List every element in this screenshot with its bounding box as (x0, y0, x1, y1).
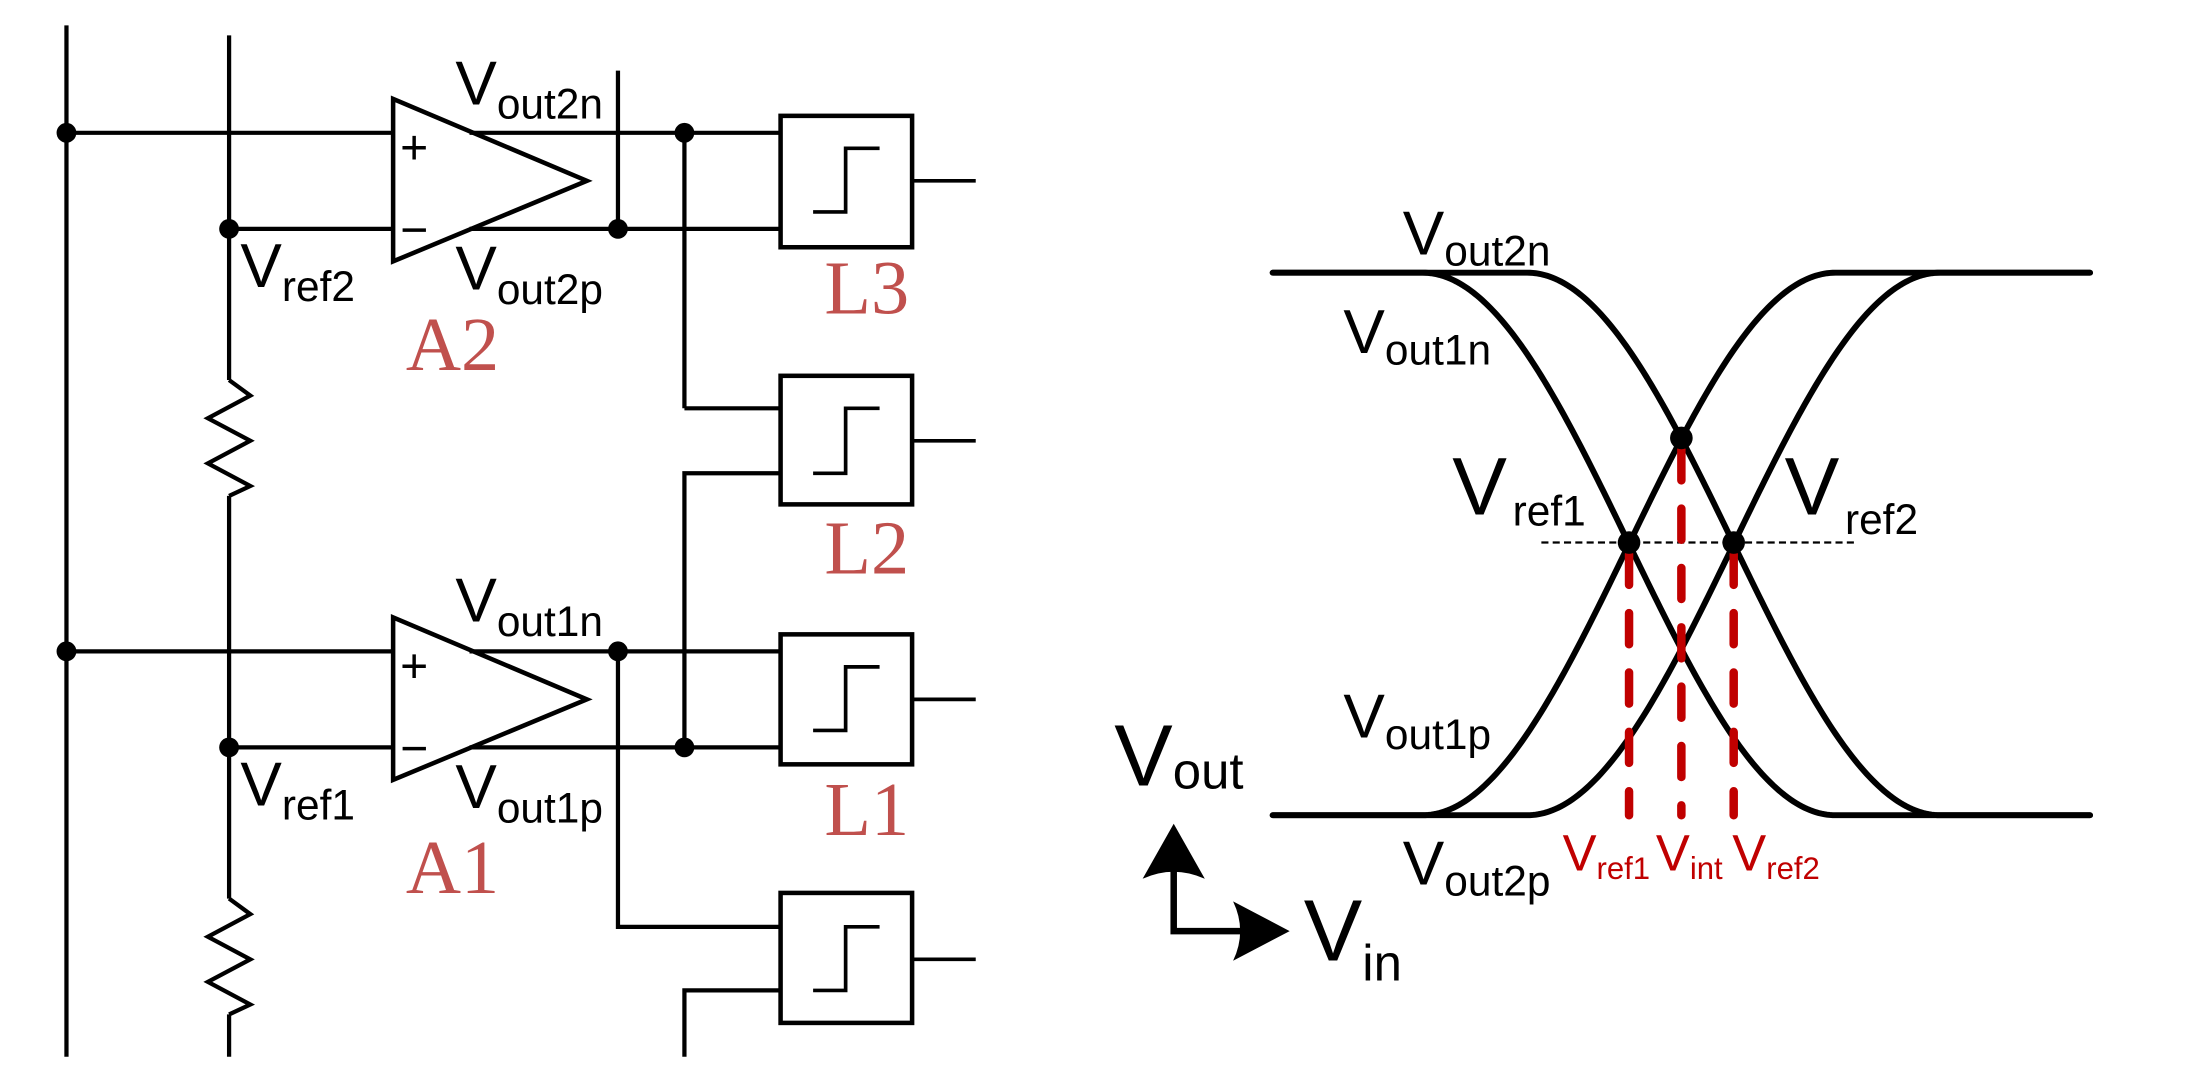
vref1-threshold-label: Vref1 (1563, 824, 1651, 885)
latch-l1-label: L1 (824, 767, 909, 852)
latch-l1: L1 (778, 632, 976, 852)
junction-dot (674, 122, 695, 143)
resistor-r1 (203, 896, 256, 1017)
step-function-icon (813, 406, 880, 476)
step-function-icon (813, 665, 880, 733)
curve-label-vout2p: Vout2p (1403, 829, 1551, 904)
a1-plus-sign: + (400, 640, 428, 693)
latch-l3: L3 (778, 113, 976, 331)
a2-minus-sign: − (400, 204, 428, 257)
junction-dot (608, 218, 628, 239)
amplifier-a2 (390, 95, 593, 265)
vout-axis-label: Vout (1114, 707, 1243, 805)
axis-indicator: Vout Vin (1114, 707, 1402, 992)
latch-l2: L2 (778, 373, 976, 591)
a2-plus-sign: + (400, 122, 428, 175)
a1-block-label: A1 (406, 825, 499, 910)
vref1-node-label: Vref1 (240, 750, 355, 828)
vin-axis-label: Vin (1304, 882, 1402, 992)
vref1-crossing-dot (1617, 531, 1641, 554)
schematic: + − Vout2n Vout2p Vref2 A2 + − Vout1n Vo… (56, 25, 976, 1057)
junction-dot (56, 641, 77, 662)
junction-dot (219, 218, 239, 239)
a1-out-n-to-l0 (615, 651, 781, 929)
amplifier-a1 (390, 614, 593, 784)
a1-minus-sign: − (400, 722, 428, 775)
curve-label-vout1n: Vout1n (1343, 298, 1491, 373)
curve-label-vout1p: Vout1p (1343, 683, 1491, 758)
curve-label-vout2n: Vout2n (1403, 199, 1551, 274)
l2-input-bottom-wire (682, 471, 781, 748)
vref2-threshold-label: Vref2 (1732, 824, 1820, 885)
a1-out-p-label: Vout1p (455, 753, 603, 831)
latch-l3-label: L3 (824, 246, 909, 331)
latch-l0 (778, 890, 976, 1026)
axis-indicator-lines (1170, 859, 1242, 935)
vint-threshold-label: Vint (1656, 824, 1723, 885)
step-function-icon (813, 924, 880, 993)
latch-l2-label: L2 (824, 506, 909, 591)
vref2-node-label: Vref2 (240, 232, 355, 310)
junction-dot (608, 641, 628, 662)
vint-crossing-dot (1670, 426, 1693, 450)
vin-axis-arrow-icon (1233, 901, 1290, 961)
a2-out-n-label: Vout2n (455, 50, 603, 128)
step-function-icon (813, 146, 880, 214)
resistor-r2 (203, 378, 256, 498)
vout-axis-arrow-icon (1142, 823, 1205, 879)
vref2-crossing-dot (1722, 531, 1746, 554)
a2-out-p-label: Vout2p (455, 235, 603, 313)
junction-dot (219, 737, 239, 758)
junction-dot (674, 737, 695, 758)
a2-block-label: A2 (406, 302, 499, 387)
junction-dot (56, 122, 77, 143)
l0-input-bottom-wire (682, 988, 781, 1057)
a1-out-n-label: Vout1n (455, 567, 603, 645)
